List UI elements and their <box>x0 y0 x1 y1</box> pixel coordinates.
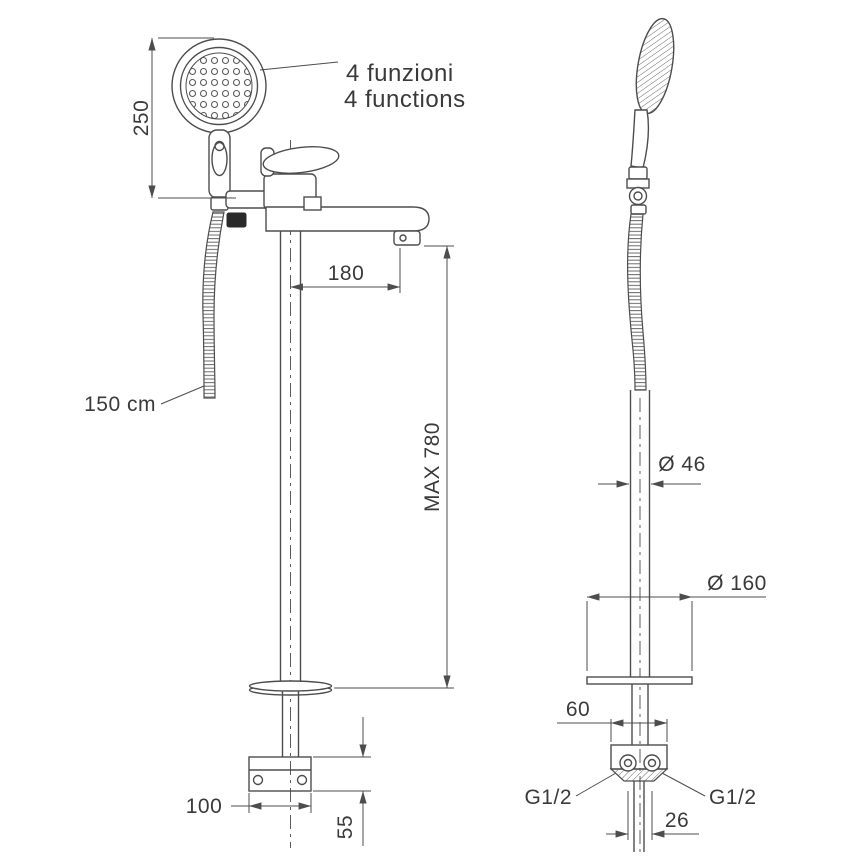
dim-base-width: 100 <box>186 793 312 818</box>
base-screw-right <box>296 774 308 786</box>
shower-head-ring <box>179 46 259 126</box>
spout <box>265 206 430 232</box>
floor-flange <box>248 680 333 692</box>
dim-max-height: MAX 780 <box>334 245 454 689</box>
dim-60-label: 60 <box>566 698 590 721</box>
spray-nozzles <box>185 52 253 120</box>
side-floor-flange <box>586 676 693 685</box>
dim-inlet-spacing: 26 <box>606 791 699 840</box>
diverter-button <box>214 140 225 152</box>
front-view: 250 4 funzioni 4 functions 180 150 cm MA… <box>84 37 466 848</box>
dim-180-label: 180 <box>328 262 365 285</box>
shower-head-profile <box>635 17 675 115</box>
functions-label-en: 4 functions <box>344 86 466 113</box>
swivel-ring <box>628 186 648 206</box>
dim-handshower-height: 250 <box>130 37 236 199</box>
dim-26-label: 26 <box>665 809 689 832</box>
dim-base-height: 55 <box>313 717 371 846</box>
side-view: Ø 46 Ø 160 60 G1/2 G1/2 <box>524 17 767 852</box>
handle-slot <box>211 141 228 177</box>
dim-flange-diameter: Ø 160 <box>586 572 767 671</box>
functions-label-it: 4 funzioni <box>346 60 454 87</box>
dim-max780-label: MAX 780 <box>421 422 444 512</box>
dim-55-label: 55 <box>334 815 357 839</box>
swivel-ring-inner <box>633 191 643 201</box>
handle-nut <box>626 178 650 189</box>
base-screw-left <box>252 774 264 786</box>
shower-hose-side <box>627 213 647 391</box>
dim-base-depth: 60 <box>557 698 668 742</box>
inlet-left-label: G1/2 <box>524 786 572 809</box>
inlet-right-label: G1/2 <box>709 786 757 809</box>
base-clamp-wedge <box>609 768 669 782</box>
diverter-knob <box>303 196 322 211</box>
shower-hose-front <box>202 211 225 399</box>
base-plate <box>248 756 312 792</box>
functions-callout: 4 funzioni 4 functions <box>259 60 466 113</box>
dim-100-label: 100 <box>186 795 223 818</box>
inlet-callouts: G1/2 G1/2 <box>524 772 757 809</box>
mixer-lever <box>262 146 340 174</box>
dim-spout-reach: 180 <box>290 248 401 293</box>
dim-column-diameter: Ø 46 <box>598 453 706 488</box>
hose-length-label: 150 cm <box>84 393 156 416</box>
handle-profile <box>630 109 650 169</box>
dim-d160-label: Ø 160 <box>707 572 767 595</box>
dim-d46-label: Ø 46 <box>658 453 706 476</box>
bracket-knob <box>226 212 247 228</box>
dim-250-label: 250 <box>130 100 153 137</box>
handle-cone <box>628 166 648 180</box>
hose-nut-side <box>630 204 647 215</box>
aerator-outlet <box>399 234 407 242</box>
inlet-port-left <box>619 754 637 772</box>
inlet-port-right <box>643 754 661 772</box>
inlet-port-left-bore <box>623 758 633 768</box>
inlet-port-right-bore <box>647 758 657 768</box>
hose-length-callout: 150 cm <box>84 385 205 416</box>
aerator <box>393 230 421 246</box>
